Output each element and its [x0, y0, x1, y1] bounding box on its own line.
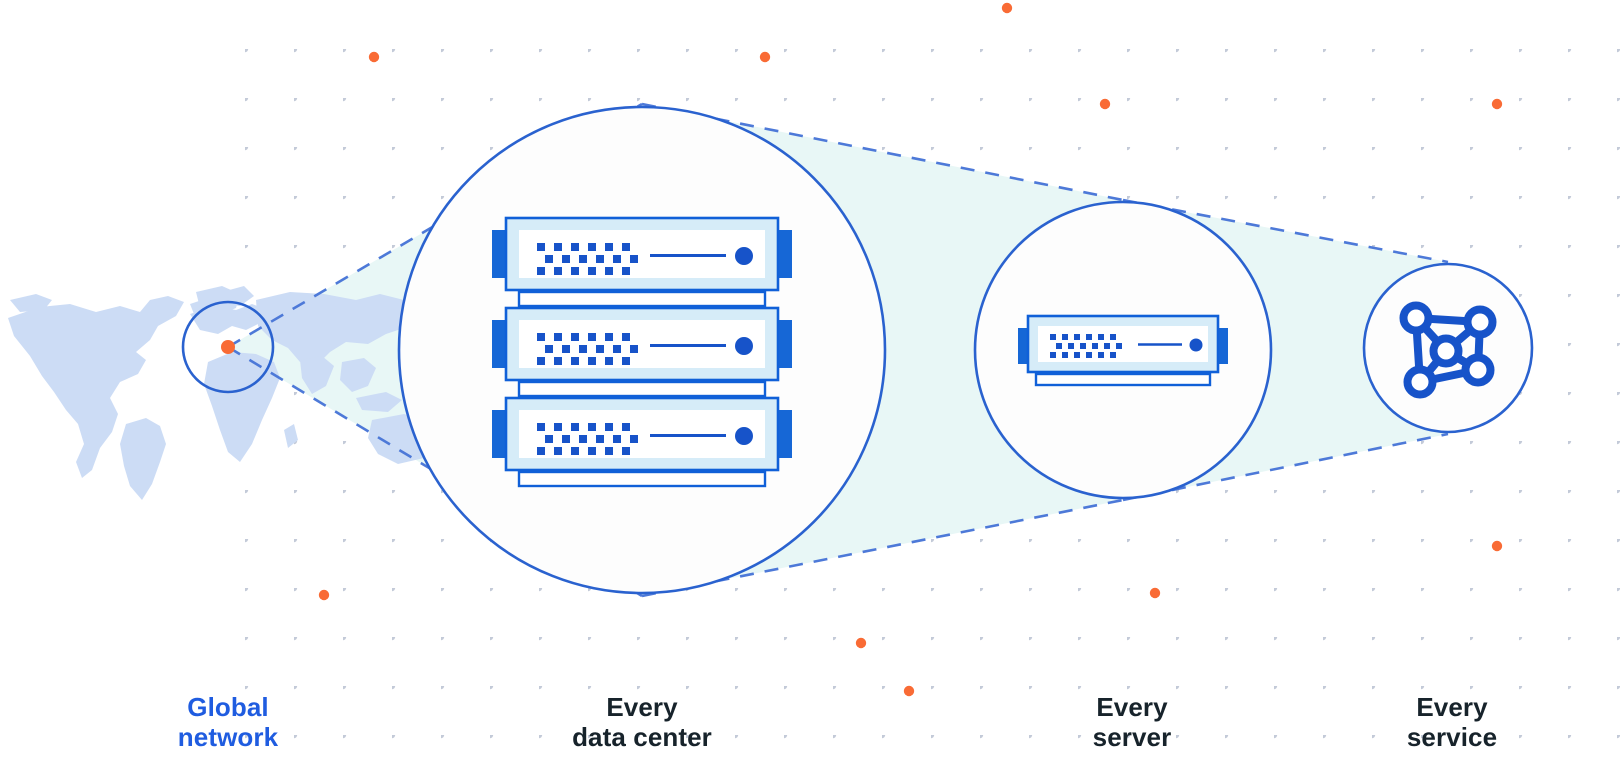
world-map — [8, 286, 466, 500]
stage-every-data-center[interactable] — [397, 105, 887, 595]
rack-unit-2 — [492, 306, 792, 382]
global-location-marker-icon — [221, 340, 235, 354]
continent-southeast-asia — [340, 358, 376, 392]
accent-dot — [1001, 2, 1013, 14]
accent-dot — [855, 637, 867, 649]
rack-base-shelf — [517, 470, 767, 488]
continent-india — [300, 356, 334, 394]
rack-unit-1 — [492, 216, 792, 292]
stage-every-server[interactable] — [973, 200, 1273, 500]
network-graph-icon — [1399, 301, 1497, 399]
continent-africa — [204, 352, 280, 462]
server-unit-base-shelf — [1034, 372, 1212, 387]
stage-every-service[interactable] — [1362, 262, 1534, 434]
accent-dot — [1491, 540, 1503, 552]
datacenter-circle-outline — [397, 105, 887, 595]
accent-dots-layer — [318, 2, 1503, 697]
graph-node-top-left — [1399, 301, 1433, 335]
continent-europe — [190, 304, 268, 334]
graph-node-center — [1429, 334, 1463, 368]
continent-south-america — [120, 418, 166, 500]
server-unit-status-dot — [1189, 338, 1203, 352]
graph-node-bottom-right — [1461, 353, 1495, 387]
continent-north-america — [8, 296, 184, 478]
server-unit-icon — [1018, 314, 1228, 387]
rack-unit-1-status-dot — [735, 247, 753, 265]
accent-dot — [1099, 98, 1111, 110]
continent-asia — [256, 292, 420, 366]
graph-node-top-right — [1463, 305, 1497, 339]
accent-dot — [1149, 587, 1161, 599]
island-madagascar — [284, 424, 298, 448]
accent-dot — [759, 51, 771, 63]
rack-unit-2-status-dot — [735, 337, 753, 355]
accent-dot — [368, 51, 380, 63]
continent-alaska — [10, 294, 52, 312]
accent-dot — [318, 589, 330, 601]
global-highlight-circle — [181, 300, 275, 394]
island-indonesia — [356, 392, 402, 412]
rack-unit-3 — [492, 396, 792, 472]
rack-unit-3-status-dot — [735, 427, 753, 445]
server-circle-outline — [973, 200, 1273, 500]
rack-shelf-2 — [517, 380, 767, 398]
rack-unit-1-vent-grid — [537, 243, 638, 275]
rack-unit-3-vent-grid — [537, 423, 638, 455]
rack-shelf-1 — [517, 290, 767, 308]
service-circle-outline — [1362, 262, 1534, 434]
graph-node-bottom-left — [1403, 365, 1437, 399]
stage-global-network[interactable] — [181, 300, 275, 394]
server-rack-icon — [492, 216, 792, 488]
server-unit-vent-grid — [1050, 334, 1122, 358]
accent-dot — [903, 685, 915, 697]
accent-dot — [1491, 98, 1503, 110]
rack-unit-2-vent-grid — [537, 333, 638, 365]
dashed-line-srv-svc-top — [1122, 198, 1449, 264]
